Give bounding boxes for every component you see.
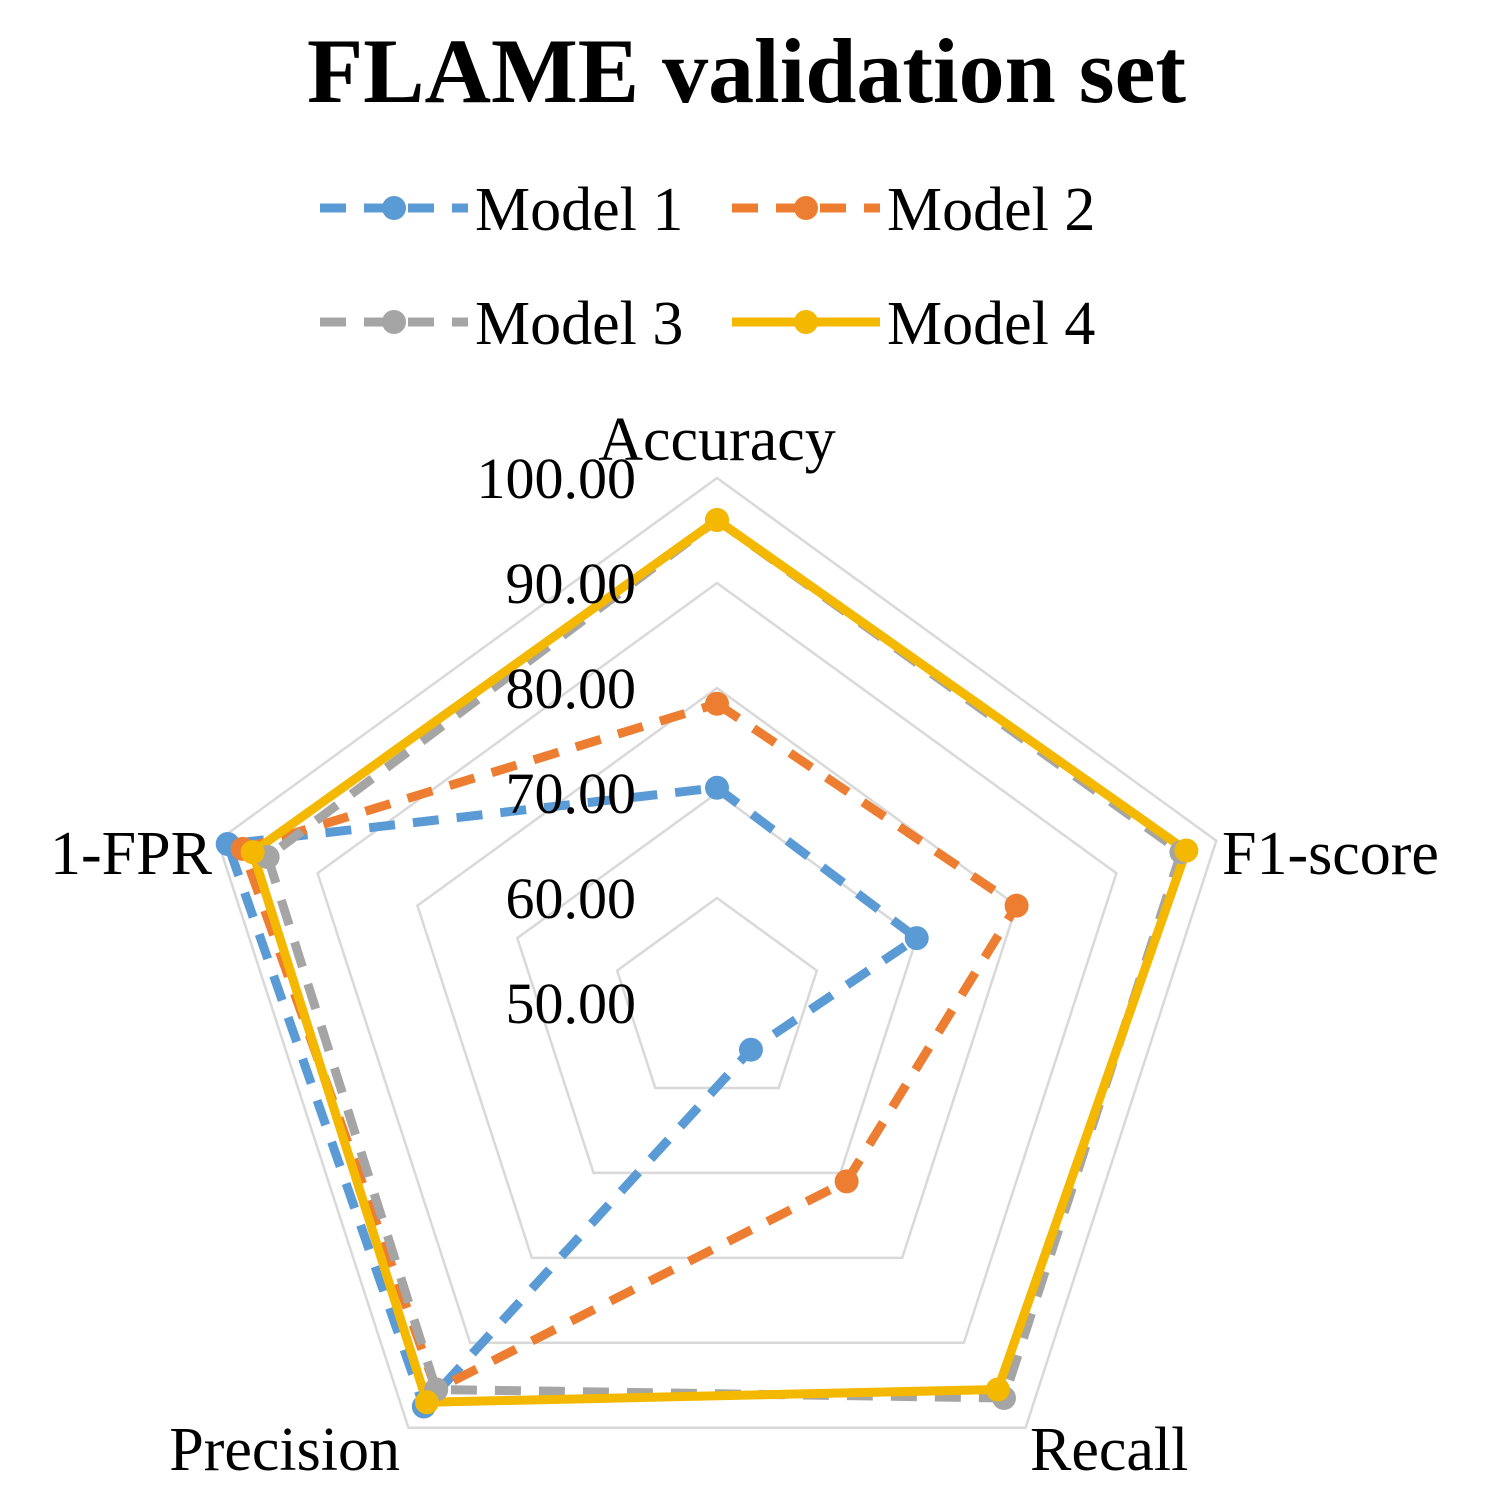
tick-label-5: 100.00 bbox=[477, 446, 637, 511]
chart-title: FLAME validation set bbox=[306, 20, 1187, 122]
series-1-point-3 bbox=[738, 1037, 763, 1062]
series-2-point-2 bbox=[1004, 893, 1029, 918]
tick-label-4: 90.00 bbox=[506, 551, 637, 616]
series-4-point-1 bbox=[705, 508, 729, 532]
series-4-point-5 bbox=[240, 840, 265, 865]
legend-label-2: Model 2 bbox=[887, 176, 1095, 244]
legend-marker-4 bbox=[794, 310, 818, 334]
grid-ring-5 bbox=[216, 476, 1218, 1429]
axis-label-accuracy: Accuracy bbox=[598, 406, 836, 474]
series-4-point-3 bbox=[985, 1377, 1010, 1402]
axis-label-f1-score: F1-score bbox=[1222, 820, 1439, 888]
series-4-point-2 bbox=[1174, 838, 1199, 863]
series-1-point-1 bbox=[705, 775, 729, 800]
grid-ring-2 bbox=[515, 791, 919, 1175]
series-2-point-3 bbox=[834, 1169, 859, 1194]
legend-label-3: Model 3 bbox=[475, 290, 683, 358]
tick-label-2: 70.00 bbox=[506, 761, 637, 826]
series-line-4 bbox=[248, 515, 1191, 1407]
series-2-point-1 bbox=[705, 691, 729, 716]
tick-label-0: 50.00 bbox=[506, 971, 637, 1036]
grid-ring-1 bbox=[615, 896, 819, 1090]
axis-label-recall: Recall bbox=[1030, 1416, 1188, 1484]
legend-label-1: Model 1 bbox=[475, 176, 683, 244]
series-4-point-4 bbox=[414, 1390, 439, 1415]
series-1-point-2 bbox=[904, 926, 929, 951]
legend-marker-2 bbox=[794, 196, 818, 220]
legend-marker-3 bbox=[382, 310, 406, 334]
tick-label-3: 80.00 bbox=[506, 656, 637, 721]
grid-ring-3 bbox=[415, 686, 1019, 1260]
axis-label-precision: Precision bbox=[169, 1416, 400, 1484]
axis-label-1-fpr: 1-FPR bbox=[50, 820, 213, 888]
tick-label-1: 60.00 bbox=[506, 866, 637, 931]
legend-marker-1 bbox=[382, 196, 406, 220]
legend-label-4: Model 4 bbox=[887, 290, 1095, 358]
